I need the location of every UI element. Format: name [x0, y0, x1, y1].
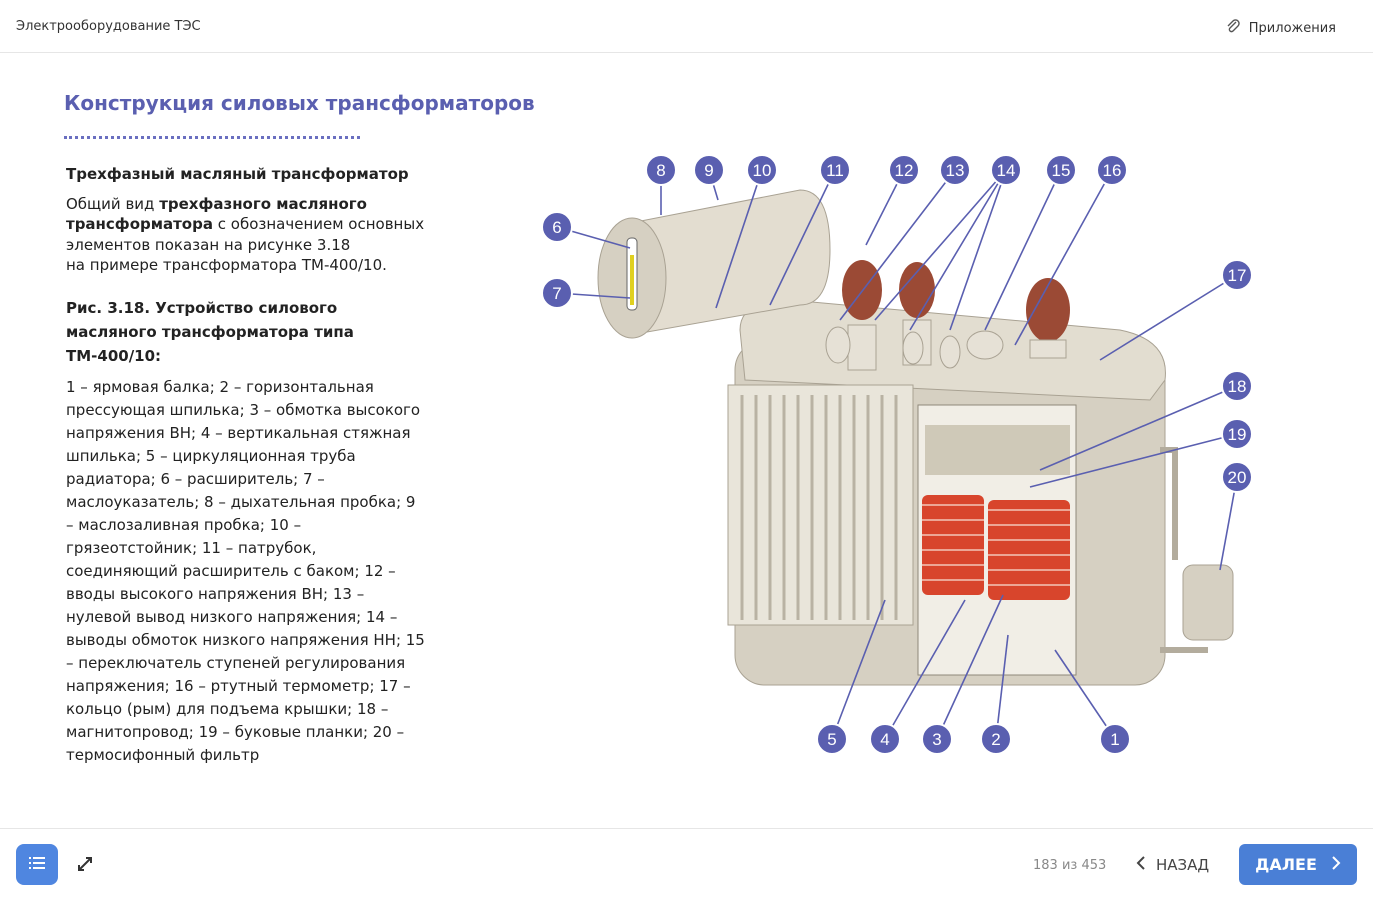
svg-text:5: 5	[827, 730, 836, 749]
table-of-contents-button[interactable]	[16, 844, 58, 885]
svg-text:11: 11	[826, 161, 844, 180]
callout-line-4	[884, 599, 966, 740]
svg-text:1: 1	[1110, 730, 1119, 749]
content-text: Трехфазный масляный трансформатор Общий …	[66, 164, 426, 767]
expand-icon	[76, 857, 94, 877]
callout-line-13	[839, 169, 956, 321]
section-subtitle: Трехфазный масляный трансформатор	[66, 165, 409, 183]
svg-text:18: 18	[1228, 377, 1247, 396]
callout-14: 14	[990, 154, 1022, 186]
callout-line-14	[874, 169, 1007, 321]
svg-text:19: 19	[1228, 425, 1247, 444]
callout-13: 13	[939, 154, 971, 186]
attachments-button[interactable]: Приложения	[1225, 18, 1336, 38]
callout-line-16	[1014, 169, 1113, 346]
attachments-label: Приложения	[1248, 20, 1336, 36]
callout-line-3	[936, 594, 1004, 740]
figure-caption: Рис. 3.18. Устройство силового масляного…	[66, 298, 354, 365]
callout-7: 7	[541, 277, 573, 309]
intro-text: Общий вид	[66, 194, 160, 213]
bottom-bar: 183 из 453 НАЗАД ДАЛЕЕ	[0, 828, 1373, 899]
callout-5: 5	[816, 723, 848, 755]
callout-3: 3	[921, 723, 953, 755]
back-button[interactable]: НАЗАД	[1136, 855, 1209, 875]
callout-line-14	[909, 169, 1007, 331]
callout-line-17	[1099, 274, 1238, 361]
intro-paragraph: Общий вид трехфазного масляного трансфор…	[66, 194, 426, 276]
svg-text:3: 3	[932, 730, 941, 749]
callout-line-14	[949, 169, 1007, 331]
figure-legend: 1 – ярмовая балка; 2 – горизонтальная пр…	[66, 377, 425, 764]
paperclip-icon	[1225, 18, 1241, 38]
callout-line-11	[769, 169, 836, 306]
svg-text:8: 8	[656, 161, 665, 180]
callout-8: 8	[645, 154, 677, 186]
intro-text-2: с обозначением основных элементов показа…	[66, 215, 425, 254]
page-title: Конструкция силовых трансформаторов	[64, 91, 535, 115]
callout-20: 20	[1221, 461, 1253, 493]
svg-text:14: 14	[997, 161, 1016, 180]
page-counter: 183 из 453	[1033, 858, 1107, 873]
callout-line-2	[995, 634, 1009, 740]
svg-text:20: 20	[1228, 468, 1247, 487]
svg-text:17: 17	[1228, 266, 1247, 285]
transformer-illustration	[597, 189, 1234, 686]
next-label: ДАЛЕЕ	[1255, 855, 1317, 874]
callout-6: 6	[541, 211, 573, 243]
intro-text-3: на примере трансформатора ТМ-400/10.	[66, 256, 387, 274]
svg-text:4: 4	[880, 730, 889, 749]
svg-text:12: 12	[895, 161, 914, 180]
callout-16: 16	[1096, 154, 1128, 186]
callout-line-1	[1054, 649, 1116, 740]
callout-9: 9	[693, 154, 725, 186]
svg-text:2: 2	[991, 730, 1000, 749]
callout-15: 15	[1045, 154, 1077, 186]
svg-text:7: 7	[552, 284, 561, 303]
svg-text:9: 9	[704, 161, 713, 180]
callout-line-18	[1039, 385, 1238, 471]
svg-text:10: 10	[753, 161, 772, 180]
chevron-right-icon	[1331, 855, 1341, 875]
callout-18: 18	[1221, 370, 1253, 402]
svg-text:16: 16	[1103, 161, 1122, 180]
callout-4: 4	[869, 723, 901, 755]
callout-line-15	[984, 169, 1062, 331]
back-label: НАЗАД	[1156, 856, 1210, 874]
svg-text:13: 13	[946, 161, 965, 180]
callout-line-19	[1029, 433, 1238, 488]
callout-line-10	[715, 169, 763, 309]
callout-12: 12	[888, 154, 920, 186]
callout-1: 1	[1099, 723, 1131, 755]
top-bar: Электрооборудование ТЭС Приложения	[0, 0, 1373, 53]
callout-17: 17	[1221, 259, 1253, 291]
list-icon	[28, 855, 46, 874]
callout-2: 2	[980, 723, 1012, 755]
svg-text:6: 6	[552, 218, 561, 237]
callout-10: 10	[746, 154, 778, 186]
fullscreen-button[interactable]	[76, 855, 94, 877]
intro-bold: трехфазного масляного трансформатора	[66, 194, 367, 234]
svg-text:15: 15	[1052, 161, 1071, 180]
course-title: Электрооборудование ТЭС	[16, 19, 201, 34]
callout-19: 19	[1221, 418, 1253, 450]
callout-line-5	[831, 599, 886, 740]
next-button[interactable]: ДАЛЕЕ	[1239, 844, 1357, 885]
callout-lines	[556, 169, 1238, 740]
title-divider	[64, 136, 360, 139]
callout-11: 11	[819, 154, 851, 186]
chevron-left-icon	[1136, 855, 1146, 875]
